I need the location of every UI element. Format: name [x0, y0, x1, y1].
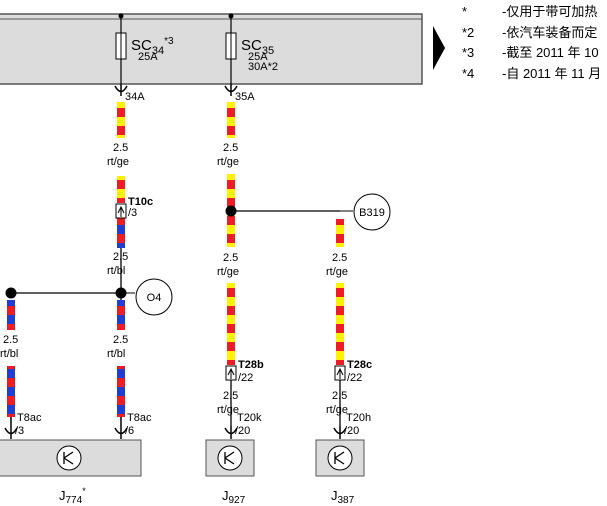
svg-text:30A*2: 30A*2 — [248, 61, 278, 73]
svg-text:25A: 25A — [138, 51, 158, 63]
plug-t20k: T20k /20 — [224, 412, 262, 439]
svg-text:T10c: T10c — [128, 196, 153, 208]
svg-text:rt/ge: rt/ge — [217, 156, 239, 168]
svg-text:T28c: T28c — [347, 359, 372, 371]
svg-text:rt/ge: rt/ge — [326, 404, 348, 416]
svg-text:2.5: 2.5 — [223, 142, 238, 154]
control-unit-j387: J387 — [315, 439, 365, 506]
svg-text:/3: /3 — [128, 207, 137, 219]
svg-text:T28b: T28b — [238, 359, 264, 371]
control-unit-j774: J774* — [0, 439, 142, 506]
svg-text:rt/ge: rt/ge — [217, 404, 239, 416]
svg-text:T20k: T20k — [237, 412, 262, 424]
svg-text:T8ac: T8ac — [17, 412, 42, 424]
svg-text:SC35: SC35 — [241, 37, 274, 57]
svg-text:B319: B319 — [359, 207, 385, 219]
footnote: *4-自 2011 年 11 月 — [462, 65, 602, 81]
wire-joins — [11, 210, 341, 426]
connector-t28c: T28c /22 — [334, 359, 372, 384]
plug-t20h: T20h /20 — [333, 412, 371, 439]
panel-exit-35a: 35A — [224, 84, 255, 103]
splice-point — [225, 205, 237, 217]
footnotes: *-仅用于带可加热 *2-依汽车装备而定 *3-截至 2011 年 10 *4-… — [462, 2, 601, 84]
svg-text:SC34*3: SC34*3 — [131, 36, 174, 57]
svg-text:J774*: J774* — [59, 486, 86, 506]
svg-text:J387: J387 — [331, 488, 355, 506]
wire-label: 2.5 rt/ge 2.5 rt/ge 2.5 rt/bl 2.5 rt/ge … — [0, 142, 348, 416]
continuation-arrow — [433, 26, 445, 70]
footnote: *2-依汽车装备而定 — [462, 24, 598, 40]
svg-text:2.5: 2.5 — [3, 334, 18, 346]
svg-text:/20: /20 — [344, 425, 359, 437]
fuse-sc35: SC35 25A 30A*2 — [225, 13, 278, 84]
svg-text:/22: /22 — [347, 372, 362, 384]
svg-text:rt/ge: rt/ge — [217, 266, 239, 278]
svg-text:2.5: 2.5 — [113, 251, 128, 263]
svg-text:J927: J927 — [222, 488, 246, 506]
svg-text:34A: 34A — [125, 91, 145, 103]
splice-point — [5, 287, 17, 299]
svg-text:rt/bl: rt/bl — [107, 265, 125, 277]
plug-t8ac-3: T8ac /3 — [4, 412, 42, 439]
connector-t28b: T28b /22 — [225, 359, 264, 384]
svg-text:T20h: T20h — [346, 412, 371, 424]
connector-t10c: T10c /3 — [115, 196, 153, 219]
svg-text:2.5: 2.5 — [113, 334, 128, 346]
svg-text:35A: 35A — [235, 91, 255, 103]
svg-text:/6: /6 — [125, 425, 134, 437]
svg-text:2.5: 2.5 — [223, 390, 238, 402]
svg-text:T8ac: T8ac — [127, 412, 152, 424]
svg-text:2.5: 2.5 — [332, 252, 347, 264]
svg-text:rt/bl: rt/bl — [107, 348, 125, 360]
panel-exit-34a: 34A — [114, 84, 145, 103]
fuse-sc34: SC34*3 25A — [115, 13, 174, 84]
svg-text:2.5: 2.5 — [113, 142, 128, 154]
footnote: *-仅用于带可加热 — [462, 4, 598, 19]
plug-t8ac-6: T8ac /6 — [114, 412, 152, 439]
svg-text:25A: 25A — [248, 51, 268, 63]
svg-text:/3: /3 — [15, 425, 24, 437]
svg-text:/20: /20 — [235, 425, 250, 437]
svg-text:O4: O4 — [147, 292, 162, 304]
fuse-panel — [0, 13, 423, 85]
svg-text:2.5: 2.5 — [223, 252, 238, 264]
footnote: *3-截至 2011 年 10 — [462, 45, 599, 60]
wire-rt-bl — [7, 218, 125, 417]
svg-text:rt/ge: rt/ge — [107, 156, 129, 168]
svg-text:/22: /22 — [238, 372, 253, 384]
svg-text:rt/ge: rt/ge — [326, 266, 348, 278]
svg-text:rt/bl: rt/bl — [0, 348, 18, 360]
ground-point-b319: B319 — [340, 193, 391, 231]
ground-point-o4: O4 — [121, 278, 173, 316]
svg-text:2.5: 2.5 — [332, 390, 347, 402]
control-unit-j927: J927 — [205, 439, 255, 506]
